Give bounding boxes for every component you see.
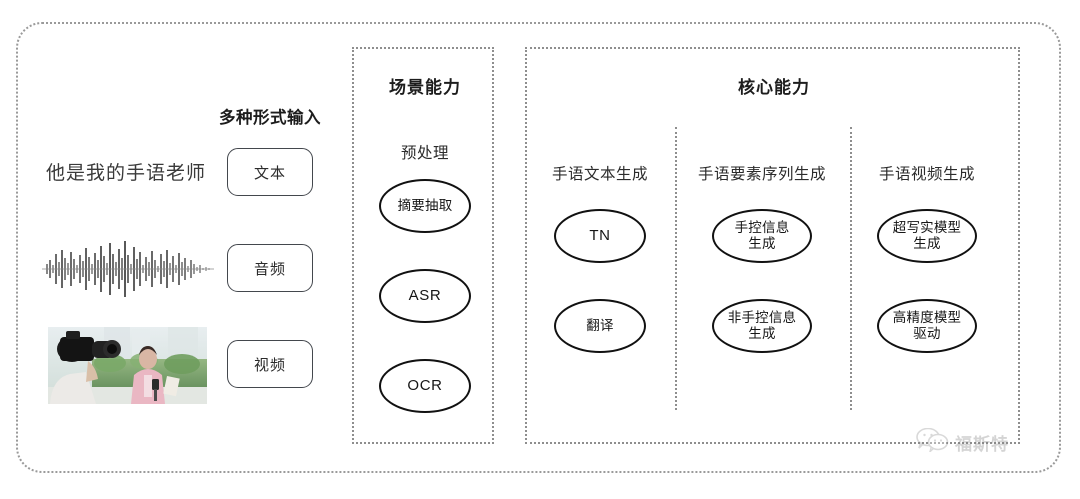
scene-capability-box: 场景能力 预处理 摘要抽取 ASR OCR [352, 47, 494, 444]
core-node-tn[interactable]: TN [554, 209, 646, 263]
core-node-high-precision-model-driving[interactable]: 高精度模型 驱动 [877, 299, 977, 353]
input-pill-audio-label: 音频 [253, 260, 286, 278]
input-pill-video-label: 视频 [253, 356, 286, 374]
text-sample: 他是我的手语老师 [46, 163, 207, 184]
scene-node-asr[interactable]: ASR [379, 269, 471, 323]
core-node-nonmanual-feature-generation[interactable]: 非手控信息 生成 [712, 299, 812, 353]
scene-column-heading-preprocess: 预处理 [400, 145, 450, 162]
core-node-high-precision-model-driving-label: 高精度模型 驱动 [892, 310, 962, 341]
audio-waveform-icon [42, 238, 214, 300]
core-node-nonmanual-feature-generation-label: 非手控信息 生成 [727, 310, 797, 341]
core-node-tn-label: TN [589, 227, 611, 245]
watermark-label: 福斯特 [955, 435, 1009, 454]
watermark: 福斯特 [916, 427, 1009, 457]
core-column-divider-2 [850, 127, 852, 410]
scene-node-ocr[interactable]: OCR [379, 359, 471, 413]
core-node-translation[interactable]: 翻译 [554, 299, 646, 353]
scene-capability-title: 场景能力 [389, 78, 461, 97]
core-column-heading-element-sequence: 手语要素序列生成 [697, 166, 827, 183]
core-node-translation-label: 翻译 [586, 318, 614, 334]
core-column-heading-video-generation: 手语视频生成 [878, 166, 976, 183]
core-node-hyperrealistic-model-generation-label: 超写实模型 生成 [892, 220, 962, 251]
core-node-manual-feature-generation-label: 手控信息 生成 [734, 220, 790, 251]
core-column-divider-1 [675, 127, 677, 410]
wechat-icon [916, 427, 950, 457]
core-column-heading-text-generation: 手语文本生成 [551, 166, 649, 183]
input-section-caption: 多种形式输入 [219, 109, 321, 127]
core-capability-box: 核心能力 手语文本生成 TN 翻译 手语要素序列生成 手控信息 生成 非手控信息… [525, 47, 1020, 444]
core-node-manual-feature-generation[interactable]: 手控信息 生成 [712, 209, 812, 263]
input-pill-text[interactable]: 文本 [227, 148, 313, 196]
core-node-hyperrealistic-model-generation[interactable]: 超写实模型 生成 [877, 209, 977, 263]
scene-node-asr-label: ASR [408, 287, 442, 305]
input-pill-video[interactable]: 视频 [227, 340, 313, 388]
core-capability-title: 核心能力 [738, 78, 810, 97]
video-thumbnail [48, 327, 207, 404]
scene-node-summary-extraction-label: 摘要抽取 [397, 198, 453, 214]
scene-node-ocr-label: OCR [407, 377, 443, 395]
scene-node-summary-extraction[interactable]: 摘要抽取 [379, 179, 471, 233]
input-pill-audio[interactable]: 音频 [227, 244, 313, 292]
input-pill-text-label: 文本 [253, 164, 286, 182]
